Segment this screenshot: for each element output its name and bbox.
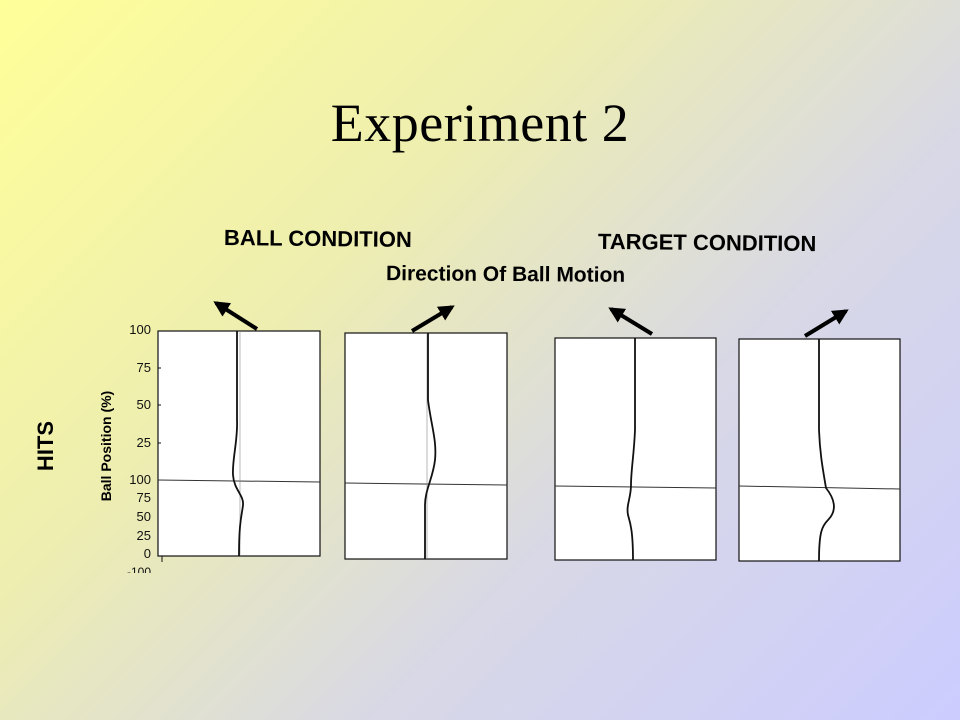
y-tick: 50 xyxy=(136,397,151,412)
y-tick: 50 xyxy=(136,509,151,524)
plot-panel-1 xyxy=(157,301,321,562)
plot-panel-3 xyxy=(554,307,717,561)
y-tick: 25 xyxy=(136,528,151,543)
y-tick: 0 xyxy=(143,546,151,561)
slide-title: Experiment 2 xyxy=(330,93,630,153)
y-tick: 100 xyxy=(129,322,151,337)
y-tick-cut: -100 xyxy=(126,565,151,573)
y-tick: 25 xyxy=(136,435,151,450)
plot-panel-2 xyxy=(344,305,508,560)
y-tick: 100 xyxy=(129,472,151,487)
plot-panel-4 xyxy=(738,309,901,562)
y-tick: 75 xyxy=(136,490,151,505)
y-tick: 75 xyxy=(136,360,151,375)
